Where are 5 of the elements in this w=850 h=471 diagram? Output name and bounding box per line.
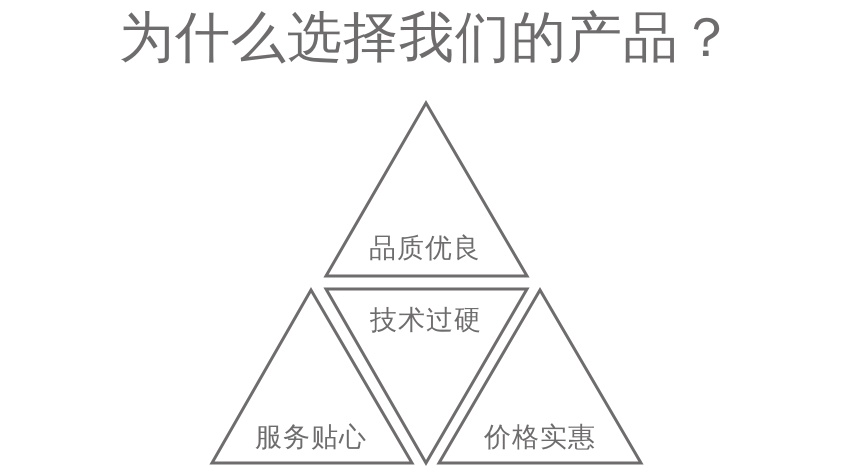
triangle-label: 技术过硬 (370, 305, 482, 337)
triangle-label: 价格实惠 (484, 422, 596, 454)
triangle-label: 服务贴心 (255, 422, 367, 454)
title: 为什么选择我们的产品？ (119, 4, 735, 70)
triangle-label: 品质优良 (369, 233, 481, 265)
